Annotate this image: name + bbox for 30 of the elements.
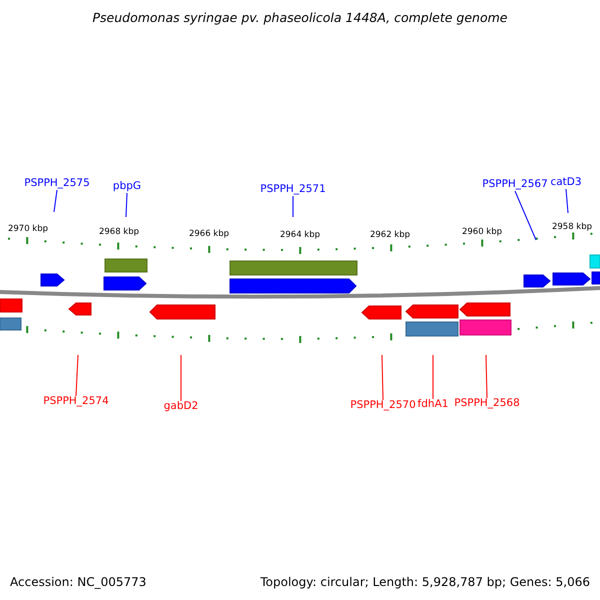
footer-text: Accession: NC_005773 [10, 576, 146, 588]
gene-label: PSPPH_2570 [350, 400, 416, 410]
leader-line [514, 190, 536, 240]
gene-label: PSPPH_2571 [260, 184, 326, 194]
gene-label: fdhA1 [418, 399, 448, 410]
scale-label: 2962 kbp [370, 231, 410, 240]
scale-label: 2970 kbp [8, 225, 48, 234]
scale-label: 2960 kbp [462, 228, 502, 236]
leader-line [486, 354, 488, 398]
leader-line [76, 354, 78, 396]
gene-label: PSPPH_2575 [24, 178, 90, 188]
leader-line [432, 354, 434, 400]
gene-label: catD3 [550, 177, 582, 188]
gene-label: PSPPH_2567 [482, 179, 548, 190]
gene-label: gabD2 [164, 401, 198, 412]
leader-line [54, 190, 58, 212]
leader-line [126, 192, 128, 218]
scale-label: 2958 kbp [552, 223, 592, 232]
gene-label: PSPPH_2574 [43, 396, 109, 406]
scale-label: 2964 kbp [280, 231, 320, 240]
leader-line [180, 354, 182, 402]
leader-line [382, 354, 384, 400]
scale-label: 2966 kbp [188, 230, 230, 238]
title: Pseudomonas syringae pv. phaseolicola 1448A, complete genome [92, 12, 508, 24]
leader-line [292, 196, 294, 218]
leader-line [566, 188, 568, 214]
gene-label: PSPPH_2568 [454, 398, 520, 408]
gene-label: pbpG [112, 181, 142, 192]
footer-text: Topology: circular; Length: 5,928,787 bp; Genes: 5,066 [260, 576, 590, 588]
scale-label: 2968 kbp [98, 228, 140, 236]
